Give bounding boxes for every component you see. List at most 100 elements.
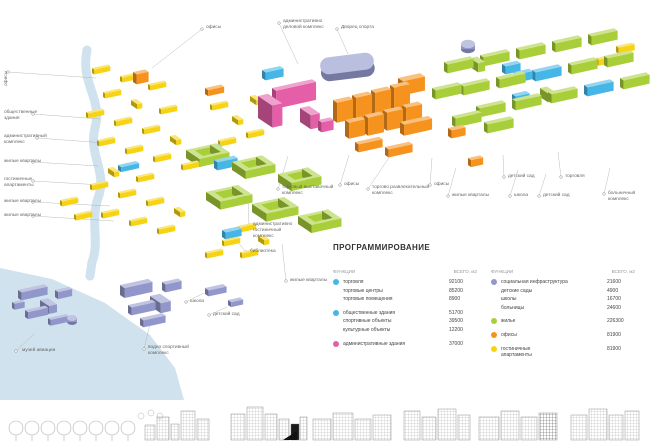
- facade-elevation: [372, 414, 392, 441]
- legend-row-label: торговля: [343, 279, 364, 285]
- building-block-yellow: [114, 116, 133, 127]
- facade-elevation: [437, 408, 457, 441]
- label-marker: [184, 300, 188, 304]
- legend-row-label: административные здания: [343, 340, 406, 347]
- facade-elevations: [144, 406, 640, 441]
- building-block-green: [263, 204, 299, 222]
- building-block-yellow: [153, 152, 172, 163]
- building-block-orange: [383, 106, 404, 131]
- tree-icon: [88, 420, 104, 436]
- building-block-orange: [205, 84, 225, 97]
- facade-elevation: [230, 413, 246, 441]
- bay: [0, 268, 184, 400]
- building-block-orange: [345, 116, 366, 139]
- legend-dot-placeholder: [333, 288, 339, 294]
- purple-legend-dot: [491, 279, 497, 285]
- leader-line: [502, 154, 505, 178]
- label-marker: [338, 183, 342, 187]
- building-block-green: [588, 28, 618, 46]
- buildings: [12, 28, 650, 328]
- legend-functions-header: ФУНКЦИИ: [491, 269, 514, 274]
- building-block-yellow: [246, 128, 265, 139]
- facade-elevation: [608, 414, 624, 441]
- building-block-blue: [118, 161, 140, 173]
- legend-dot-placeholder: [333, 296, 339, 302]
- leader-line: [185, 292, 205, 303]
- label-marker: [31, 112, 35, 116]
- legend-row-value: 24600: [607, 304, 621, 311]
- building-block-blue: [222, 226, 242, 240]
- facade-elevation: [500, 410, 520, 441]
- facade-elevation: [170, 423, 180, 441]
- building-block-yellow: [616, 42, 635, 54]
- building-block-yellow: [205, 248, 224, 259]
- facade-elevation: [332, 412, 354, 441]
- building-block-yellow: [159, 104, 178, 115]
- label-marker: [284, 279, 288, 283]
- leader-line: [277, 155, 289, 190]
- building-block-yellow: [136, 172, 155, 183]
- legend-functions-header: ФУНКЦИИ: [333, 269, 356, 274]
- legend-row-label: больницы: [501, 304, 525, 311]
- legend-row-value: 51700: [449, 309, 463, 316]
- building-block-blue: [584, 79, 614, 97]
- legend-row-label: культурные объекты: [343, 326, 391, 333]
- building-block-green: [512, 93, 542, 111]
- tree-icon: [104, 420, 120, 436]
- building-block-yellow: [60, 196, 79, 207]
- legend-dot-placeholder: [333, 327, 339, 333]
- building-block-green: [516, 42, 546, 60]
- building-block-purple: [55, 286, 73, 300]
- building-block-pink: [272, 79, 317, 109]
- legend-row-label: жилье: [501, 318, 516, 325]
- legend-row-label: спортивные объекты: [343, 318, 392, 325]
- building-block-yellow: [218, 136, 237, 147]
- building-block-yellow: [181, 160, 200, 171]
- facade-elevation: [246, 406, 264, 441]
- facade-elevation: [421, 416, 437, 441]
- legend-row-value: 85200: [449, 287, 463, 294]
- leader-line: [429, 157, 433, 186]
- building-block-green: [217, 192, 253, 210]
- building-block-yellow: [103, 88, 122, 99]
- building-block-purple: [140, 313, 166, 328]
- building-block-purple: [25, 305, 49, 320]
- legend-row-value: 4900: [607, 287, 619, 294]
- building-block-yellow: [92, 64, 111, 75]
- building-block-orange: [364, 111, 385, 136]
- leader-line: [208, 306, 228, 316]
- building-block-yellow: [222, 236, 241, 247]
- tree-icon: [120, 420, 136, 436]
- building-block-yellow: [74, 210, 93, 221]
- leader-line: [336, 28, 349, 55]
- facade-elevation: [278, 418, 290, 441]
- tree-icon: [24, 420, 40, 436]
- label-marker: [276, 187, 280, 191]
- building-block-green: [620, 72, 650, 90]
- label-marker: [277, 21, 281, 25]
- building-block-green: [444, 56, 474, 74]
- label-marker: [31, 160, 35, 164]
- facade-elevation: [156, 416, 170, 441]
- label-marker: [207, 313, 211, 317]
- label-marker: [508, 194, 512, 198]
- blue-legend-dot: [333, 309, 339, 316]
- legend-dot-placeholder: [491, 288, 497, 294]
- building-block-purple: [320, 52, 375, 82]
- building-block-blue: [214, 155, 238, 171]
- legend-row-value: 81900: [607, 345, 621, 352]
- leader-line: [281, 243, 287, 282]
- leader-line: [603, 167, 611, 195]
- legend-row-value: 21600: [607, 279, 621, 285]
- label-marker: [428, 183, 432, 187]
- building-block-green: [484, 116, 514, 134]
